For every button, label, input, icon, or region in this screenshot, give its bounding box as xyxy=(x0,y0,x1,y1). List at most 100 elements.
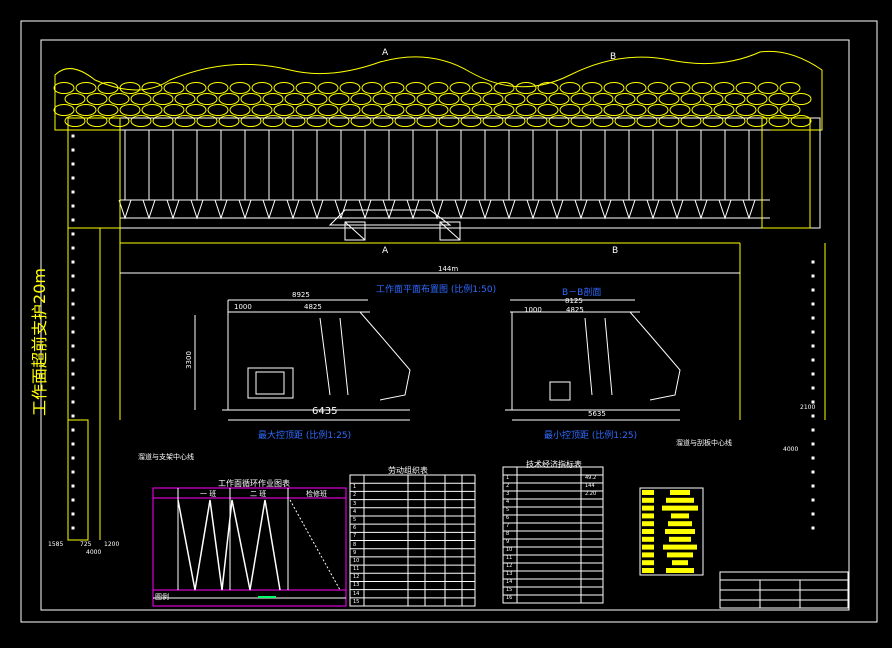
roof-stone xyxy=(471,82,493,94)
roof-stone xyxy=(735,82,757,94)
yellow-block-cell xyxy=(642,536,654,542)
gate-tick xyxy=(71,400,75,404)
support-section-max xyxy=(194,299,411,421)
gate-tick xyxy=(71,358,75,362)
roof-stone xyxy=(647,82,669,94)
support-base xyxy=(406,199,420,220)
roof-stone xyxy=(504,93,526,105)
tech-row-number: 6 xyxy=(506,515,510,521)
tech-table xyxy=(502,466,604,604)
face-outline xyxy=(67,117,821,229)
roof-stone xyxy=(592,93,614,105)
tech-row-value: 2.20 xyxy=(585,491,597,497)
yellow-block-bar xyxy=(666,497,694,503)
roof-stone xyxy=(636,93,658,105)
left-support-title: 最大控顶距 (比例1:25) xyxy=(258,431,352,441)
support-base xyxy=(262,199,276,220)
gate-tick xyxy=(811,400,815,404)
roof-stone xyxy=(64,115,86,127)
cycle-chart-title: 工作面循环作业图表 xyxy=(218,479,290,488)
gate-tick xyxy=(811,414,815,418)
left-dim-bottom: 6435 xyxy=(312,406,338,417)
roof-stone xyxy=(680,93,702,105)
roof-stone xyxy=(658,115,680,127)
gate-tick xyxy=(811,372,815,376)
section-mark-a-bottom: A xyxy=(382,246,389,256)
roof-stone xyxy=(614,93,636,105)
cycle-chart xyxy=(152,487,347,607)
gate-tick xyxy=(71,288,75,292)
left-dim-2: 725 xyxy=(80,541,92,548)
support-base xyxy=(334,199,348,220)
cycle-header-1: 一 班 xyxy=(200,490,217,498)
support-base xyxy=(166,199,180,220)
roof-stone xyxy=(306,93,328,105)
roof-stone xyxy=(482,115,504,127)
left-dim-left: 1000 xyxy=(234,303,252,311)
roof-stone xyxy=(174,115,196,127)
gate-tick xyxy=(811,484,815,488)
gate-tick xyxy=(811,358,815,362)
roof-stone xyxy=(603,82,625,94)
roof-stone xyxy=(163,82,185,94)
roof-stone xyxy=(768,115,790,127)
roof-stone xyxy=(75,82,97,94)
yellow-block-bar xyxy=(663,544,697,550)
tech-row-number: 10 xyxy=(506,547,513,553)
tech-row-number: 2 xyxy=(506,483,510,489)
support-base xyxy=(430,199,444,220)
roof-stone xyxy=(713,82,735,94)
roof-stone xyxy=(361,104,383,116)
gate-tick xyxy=(71,260,75,264)
right-note: 溜道与刮板中心线 xyxy=(676,439,732,447)
support-base xyxy=(238,199,252,220)
roof-stone xyxy=(218,93,240,105)
roof-stone xyxy=(405,104,427,116)
support-base xyxy=(622,199,636,220)
roof-stone xyxy=(141,104,163,116)
roof-stone xyxy=(262,115,284,127)
roof-stone xyxy=(350,115,372,127)
cycle-legend-label: 图例 xyxy=(155,593,169,601)
roof-stone xyxy=(317,82,339,94)
gate-tick xyxy=(71,386,75,390)
right-table-title: 技术经济指标表 xyxy=(526,460,582,469)
labor-row-number: 11 xyxy=(353,566,360,573)
roof-stone xyxy=(196,93,218,105)
roof-stone xyxy=(636,115,658,127)
roof-stone xyxy=(174,93,196,105)
gate-tick xyxy=(71,512,75,516)
roof-stone xyxy=(790,115,812,127)
gate-tick xyxy=(71,498,75,502)
roof-stone xyxy=(757,82,779,94)
left-dim-3: 1200 xyxy=(104,541,120,548)
left-dim-bottom: 4000 xyxy=(86,549,102,556)
outer-frame xyxy=(20,20,878,623)
support-base xyxy=(742,199,756,220)
tech-row-number: 8 xyxy=(506,531,510,537)
roof-stone xyxy=(229,104,251,116)
roof-stone xyxy=(284,93,306,105)
support-base xyxy=(118,199,132,220)
roof-stone xyxy=(328,93,350,105)
roof-stone xyxy=(262,93,284,105)
yellow-block-cell xyxy=(642,521,654,527)
roof-stone xyxy=(163,104,185,116)
roof-stone xyxy=(581,82,603,94)
tech-row-number: 3 xyxy=(506,491,510,497)
roof-stone xyxy=(680,115,702,127)
tech-row-number: 14 xyxy=(506,579,513,585)
section-bb-title: B－B剖面 xyxy=(562,288,602,298)
roof-stone xyxy=(438,93,460,105)
roof-stone xyxy=(526,93,548,105)
roof-stone xyxy=(559,82,581,94)
roof-stone xyxy=(130,115,152,127)
roof-stone xyxy=(438,115,460,127)
labor-row-number: 14 xyxy=(353,590,360,597)
support-base xyxy=(550,199,564,220)
gate-tick xyxy=(71,344,75,348)
roof-stone xyxy=(724,115,746,127)
labor-row-number: 6 xyxy=(353,525,357,532)
tech-row-number: 15 xyxy=(506,587,513,593)
left-dim-top: 8925 xyxy=(292,291,310,299)
